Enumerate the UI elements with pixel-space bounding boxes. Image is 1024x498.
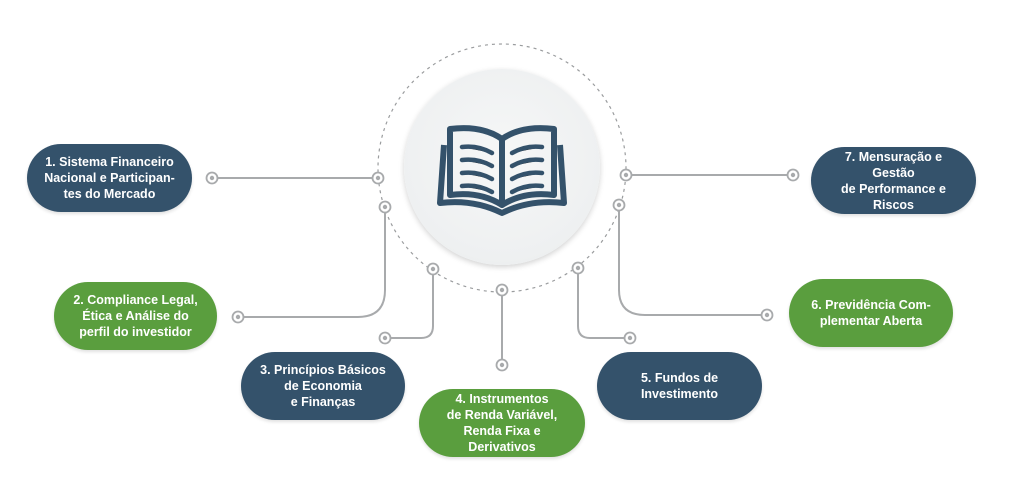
connector-node-dot-topic-4-inner [499,287,505,293]
topic-2-label: 2. Compliance Legal, Ética e Análise do … [73,293,198,339]
connector-node-dot-topic-5-outer [627,335,633,341]
connector-node-dot-topic-2-inner [382,204,388,210]
topic-pill-2[interactable]: 2. Compliance Legal, Ética e Análise do … [54,282,217,350]
topic-pill-7[interactable]: 7. Mensuração e Gestão de Performance e … [811,147,976,214]
connector-node-dot-topic-7-inner [623,172,629,178]
central-hub-circle [404,69,600,265]
topic-pill-4[interactable]: 4. Instrumentos de Renda Variável, Renda… [419,389,585,457]
open-book-icon [437,125,567,216]
topic-1-label: 1. Sistema Financeiro Nacional e Partici… [44,155,175,201]
connector-node-dot-topic-1-outer [209,175,215,181]
orbit-ring [377,43,627,293]
topic-pill-6[interactable]: 6. Previdência Com- plementar Aberta [789,279,953,347]
connector-topic-5 [577,268,630,339]
connector-node-dot-topic-6-inner [616,202,622,208]
connector-topic-3 [385,269,434,339]
topic-pill-5[interactable]: 5. Fundos de Investimento [597,352,762,420]
connector-node-dot-topic-3-inner [430,266,436,272]
connector-node-dot-topic-2-outer [235,314,241,320]
topic-7-label: 7. Mensuração e Gestão de Performance e … [841,149,946,212]
topic-3-label: 3. Princípios Básicos de Economia e Fina… [260,363,386,409]
topic-6-label: 6. Previdência Com- plementar Aberta [811,298,931,328]
connector-node-dot-topic-5-inner [575,265,581,271]
connector-topic-6 [618,205,767,316]
connector-node-dot-topic-6-outer [764,312,770,318]
connector-topic-2 [238,207,386,318]
topic-5-label: 5. Fundos de Investimento [640,371,719,401]
topic-pill-3[interactable]: 3. Princípios Básicos de Economia e Fina… [241,352,405,420]
topic-4-label: 4. Instrumentos de Renda Variável, Renda… [446,392,558,454]
topic-pill-1[interactable]: 1. Sistema Financeiro Nacional e Partici… [27,144,192,212]
connector-node-dot-topic-3-outer [382,335,388,341]
connector-node-dot-topic-1-inner [375,175,381,181]
connector-node-dot-topic-4-outer [499,362,505,368]
connector-node-dot-topic-7-outer [790,172,796,178]
